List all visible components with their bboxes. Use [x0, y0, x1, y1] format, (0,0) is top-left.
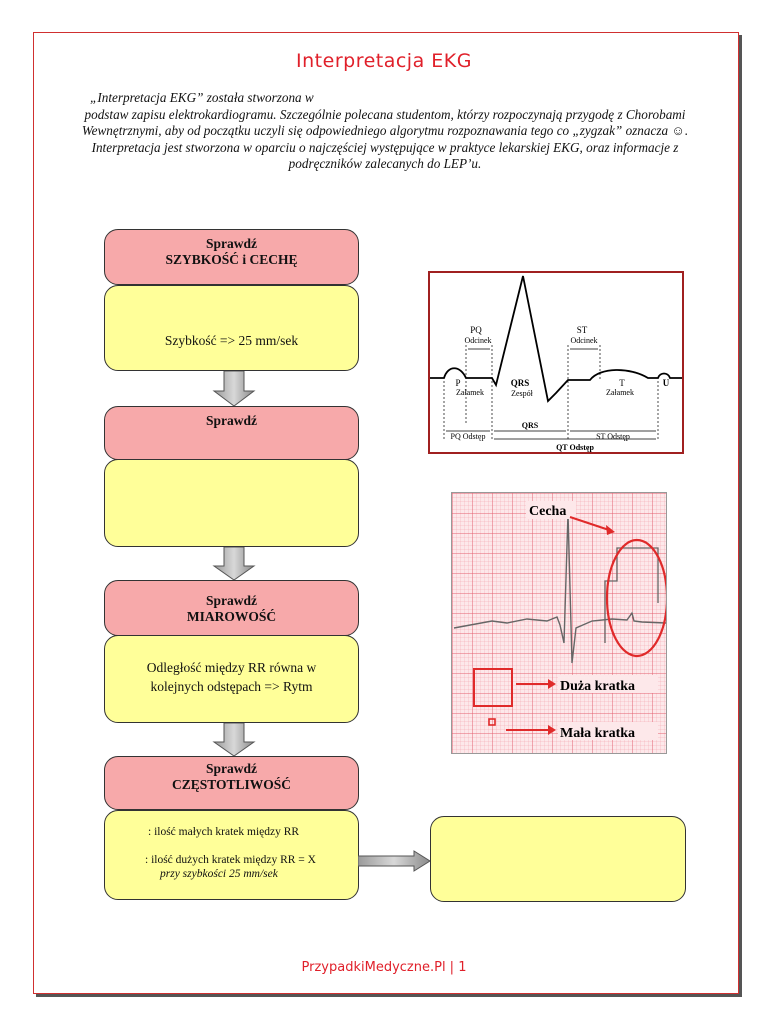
cecha-arrowhead — [606, 525, 615, 535]
small-square-label-bg — [558, 722, 658, 740]
cecha-label-bg — [526, 501, 576, 519]
ekg-guides — [443, 345, 659, 439]
step2-body — [104, 459, 359, 547]
t-wave-label: T — [619, 378, 625, 388]
p-wave-label: P — [455, 378, 460, 388]
step3-body-l2: kolejnych odstępach => Rytm — [150, 679, 313, 694]
pq-segment-label: PQ — [470, 325, 482, 335]
cecha-arrow — [569, 516, 613, 532]
ekg-interval-arrows — [446, 348, 656, 440]
t-wave-sub: Załamek — [606, 388, 634, 397]
big-square-arrowhead — [548, 679, 556, 689]
cecha-label: Cecha — [529, 504, 566, 519]
ekg-wave-svg: PQ Odcinek ST Odcinek P Załamek QRS Zesp… — [430, 275, 682, 452]
step3-header: Sprawdź MIAROWOŚĆ — [104, 580, 359, 636]
st-segment-sub: Odcinek — [570, 336, 597, 345]
step1-body: Szybkość => 25 mm/sek — [104, 285, 359, 371]
qrs-interval-label: QRS — [522, 421, 539, 430]
step3-header-l1: Sprawdź — [205, 593, 257, 608]
qt-interval-label: QT Odstęp — [556, 443, 594, 452]
u-wave-label: U — [663, 378, 670, 388]
big-square-label-bg — [558, 675, 658, 693]
qrs-sub: Zespół — [511, 389, 534, 398]
step2-header: Sprawdź — [104, 406, 359, 460]
step1-header-l2: SZYBKOŚĆ i CECHĘ — [165, 252, 298, 267]
ekg-grid-figure: Cecha Duża kratka Mała kratka — [451, 492, 667, 754]
step3-body: Odległość między RR równa w kolejnych od… — [104, 635, 359, 723]
step3-header-l2: MIAROWOŚĆ — [186, 609, 277, 624]
step4-header: Sprawdź CZĘSTOTLIWOŚĆ — [104, 756, 359, 810]
down-arrow-1 — [212, 371, 256, 407]
footer: PrzypadkiMedyczne.Pl | 1 — [301, 960, 467, 975]
step4-header-l2: CZĘSTOTLIWOŚĆ — [171, 777, 292, 792]
intro-paragraph: „Interpretacja EKG” została stworzona w … — [60, 90, 710, 173]
down-arrow-3 — [212, 723, 256, 757]
st-interval-label: ST Odstęp — [596, 432, 630, 441]
page-title: Interpretacja EKG — [296, 50, 472, 72]
right-arrow — [358, 850, 431, 872]
step1-body-text: Szybkość => 25 mm/sek — [164, 333, 299, 348]
pq-interval-label: PQ Odstęp — [451, 432, 486, 441]
intro-first-line: „Interpretacja EKG” została stworzona w — [90, 90, 314, 105]
big-square-label: Duża kratka — [560, 679, 635, 694]
step3-body-l1: Odległość między RR równa w — [146, 660, 317, 675]
step2-header-l1: Sprawdź — [205, 413, 257, 428]
step4-body — [104, 810, 359, 900]
step4-header-l1: Sprawdź — [205, 761, 257, 776]
result-box — [430, 816, 686, 902]
intro-rest: podstaw zapisu elektrokardiogramu. Szcze… — [81, 106, 689, 172]
small-square-label: Mała kratka — [560, 726, 635, 741]
step1-header: Sprawdź SZYBKOŚĆ i CECHĘ — [104, 229, 359, 285]
ekg-wave-diagram: PQ Odcinek ST Odcinek P Załamek QRS Zesp… — [428, 271, 684, 454]
grid-ecg-trace — [453, 512, 666, 664]
small-square-marker — [488, 718, 496, 726]
small-square-arrowhead — [548, 725, 556, 735]
step1-header-l1: Sprawdź — [205, 236, 257, 251]
big-square-marker — [473, 668, 513, 707]
step4-body-l2: : ilość dużych kratek między RR = X — [145, 854, 316, 866]
pq-segment-sub: Odcinek — [464, 336, 491, 345]
step4-body-l1: : ilość małych kratek między RR — [148, 826, 300, 838]
p-wave-sub: Załamek — [456, 388, 484, 397]
step4-body-l3: przy szybkości 25 mm/sek — [160, 868, 278, 880]
ekg-waveform — [430, 275, 682, 403]
cecha-ellipse — [605, 538, 666, 658]
st-segment-label: ST — [577, 325, 588, 335]
down-arrow-2 — [212, 547, 256, 581]
ekg-grid-svg: Cecha Duża kratka Mała kratka — [452, 493, 666, 753]
qrs-label: QRS — [511, 378, 530, 388]
